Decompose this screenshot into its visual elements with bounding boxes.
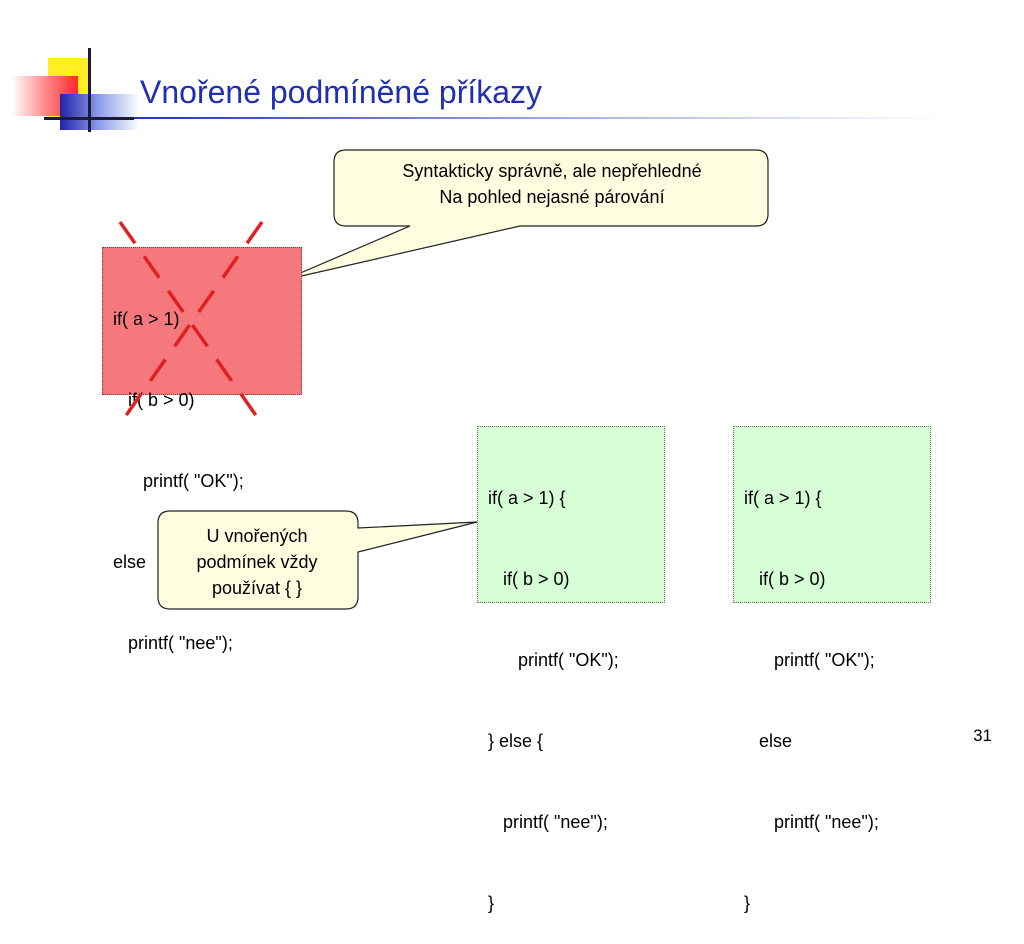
page-number: 31 xyxy=(973,726,992,745)
code-line: printf( "nee"); xyxy=(488,812,608,832)
code-line: if( b > 0) xyxy=(744,569,826,589)
callout-top-line1: Syntakticky správně, ale nepřehledné xyxy=(402,161,702,181)
code-line: printf( "OK"); xyxy=(113,471,244,491)
title-decoration xyxy=(12,48,944,132)
code-line: if( b > 0) xyxy=(488,569,570,589)
code-line: if( a > 1) { xyxy=(744,488,822,508)
callout-bottom-text: U vnořených podmínek vždy používat { } xyxy=(158,523,356,601)
callout-shapes xyxy=(157,149,769,610)
callout-bottom-line2: podmínek vždy xyxy=(196,552,318,572)
good-code-box-1: if( a > 1) { if( b > 0) printf( "OK"); }… xyxy=(477,426,665,913)
callout-top-bubble xyxy=(283,149,769,281)
code-line: } else { xyxy=(488,731,544,751)
callout-bottom-line1: U vnořených xyxy=(206,526,308,546)
bad-code-box: if( a > 1) if( b > 0) printf( "OK"); els… xyxy=(102,247,302,653)
code-line: if( a > 1) xyxy=(113,309,180,329)
callout-top-line2: Na pohled nejasné párování xyxy=(439,187,665,207)
code-line: printf( "nee"); xyxy=(113,633,233,653)
code-line: if( a > 1) { xyxy=(488,488,566,508)
code-line: } xyxy=(488,893,495,913)
good-code-box-2: if( a > 1) { if( b > 0) printf( "OK"); e… xyxy=(733,426,931,913)
code-line: printf( "OK"); xyxy=(744,650,875,670)
callout-bottom-line3: používat { } xyxy=(211,578,303,598)
code-line: printf( "nee"); xyxy=(744,812,879,832)
slide-title: Vnořené podmíněné příkazy xyxy=(140,74,543,110)
code-line: } xyxy=(744,893,751,913)
code-line: printf( "OK"); xyxy=(488,650,619,670)
callout-bottom-bubble xyxy=(157,510,478,610)
code-line: else xyxy=(113,552,147,572)
code-line: else xyxy=(744,731,793,751)
callout-top-text: Syntakticky správně, ale nepřehledné Na … xyxy=(336,158,768,210)
